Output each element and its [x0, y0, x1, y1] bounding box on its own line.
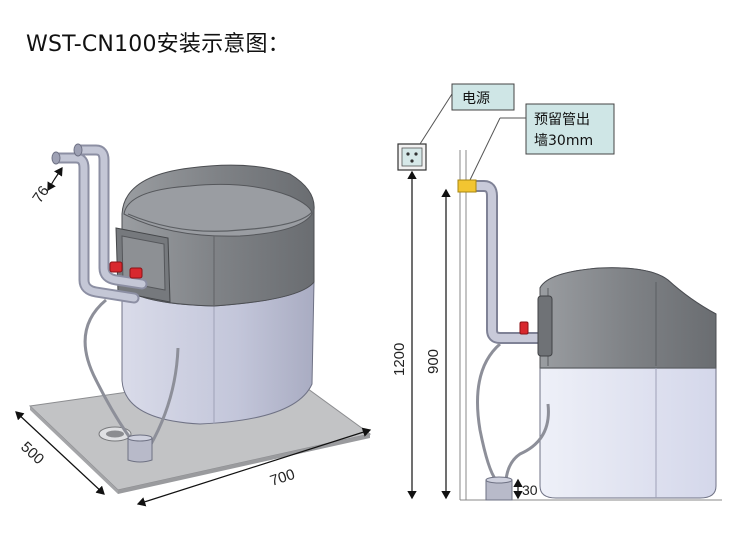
dim-pipe-spacing-label: 76: [29, 183, 52, 206]
dim-power-height-label: 1200: [391, 343, 408, 376]
wall-pipe: [457, 179, 540, 344]
floor-drain: [98, 426, 132, 442]
inlet-outlet-pipes: [51, 143, 148, 304]
softener-unit-3d: [115, 164, 315, 425]
power-label: 电源: [462, 91, 490, 107]
right-view: 电源 预留管出 墙30mm: [391, 83, 722, 501]
dim-depth-label: 500: [17, 438, 47, 468]
dim-drain-height-label: 30: [522, 482, 538, 498]
softener-unit-side: [537, 267, 717, 499]
bypass-valves: [109, 261, 143, 279]
power-callout: 电源: [419, 83, 515, 145]
pipe-outlet-label-line2: 墙30mm: [534, 133, 593, 149]
page-title: WST-CN100安装示意图：: [26, 32, 290, 57]
drain-hoses-right: [476, 342, 550, 501]
dim-width-label: 700: [268, 466, 297, 490]
power-socket: [397, 143, 427, 171]
dimension-76: 76: [29, 167, 63, 206]
dimension-1200: 1200: [391, 170, 417, 500]
right-valve: [519, 321, 529, 335]
dim-pipe-height-label: 900: [425, 349, 442, 374]
dimension-900: 900: [425, 188, 451, 500]
dimension-30: 30: [513, 478, 538, 500]
left-view: 76 500 700: [15, 143, 372, 507]
wall: [459, 150, 467, 500]
pipe-outlet-callout: 预留管出 墙30mm: [469, 103, 615, 181]
dimension-700: 700: [136, 427, 372, 507]
pipe-outlet-label-line1: 预留管出: [534, 112, 590, 128]
